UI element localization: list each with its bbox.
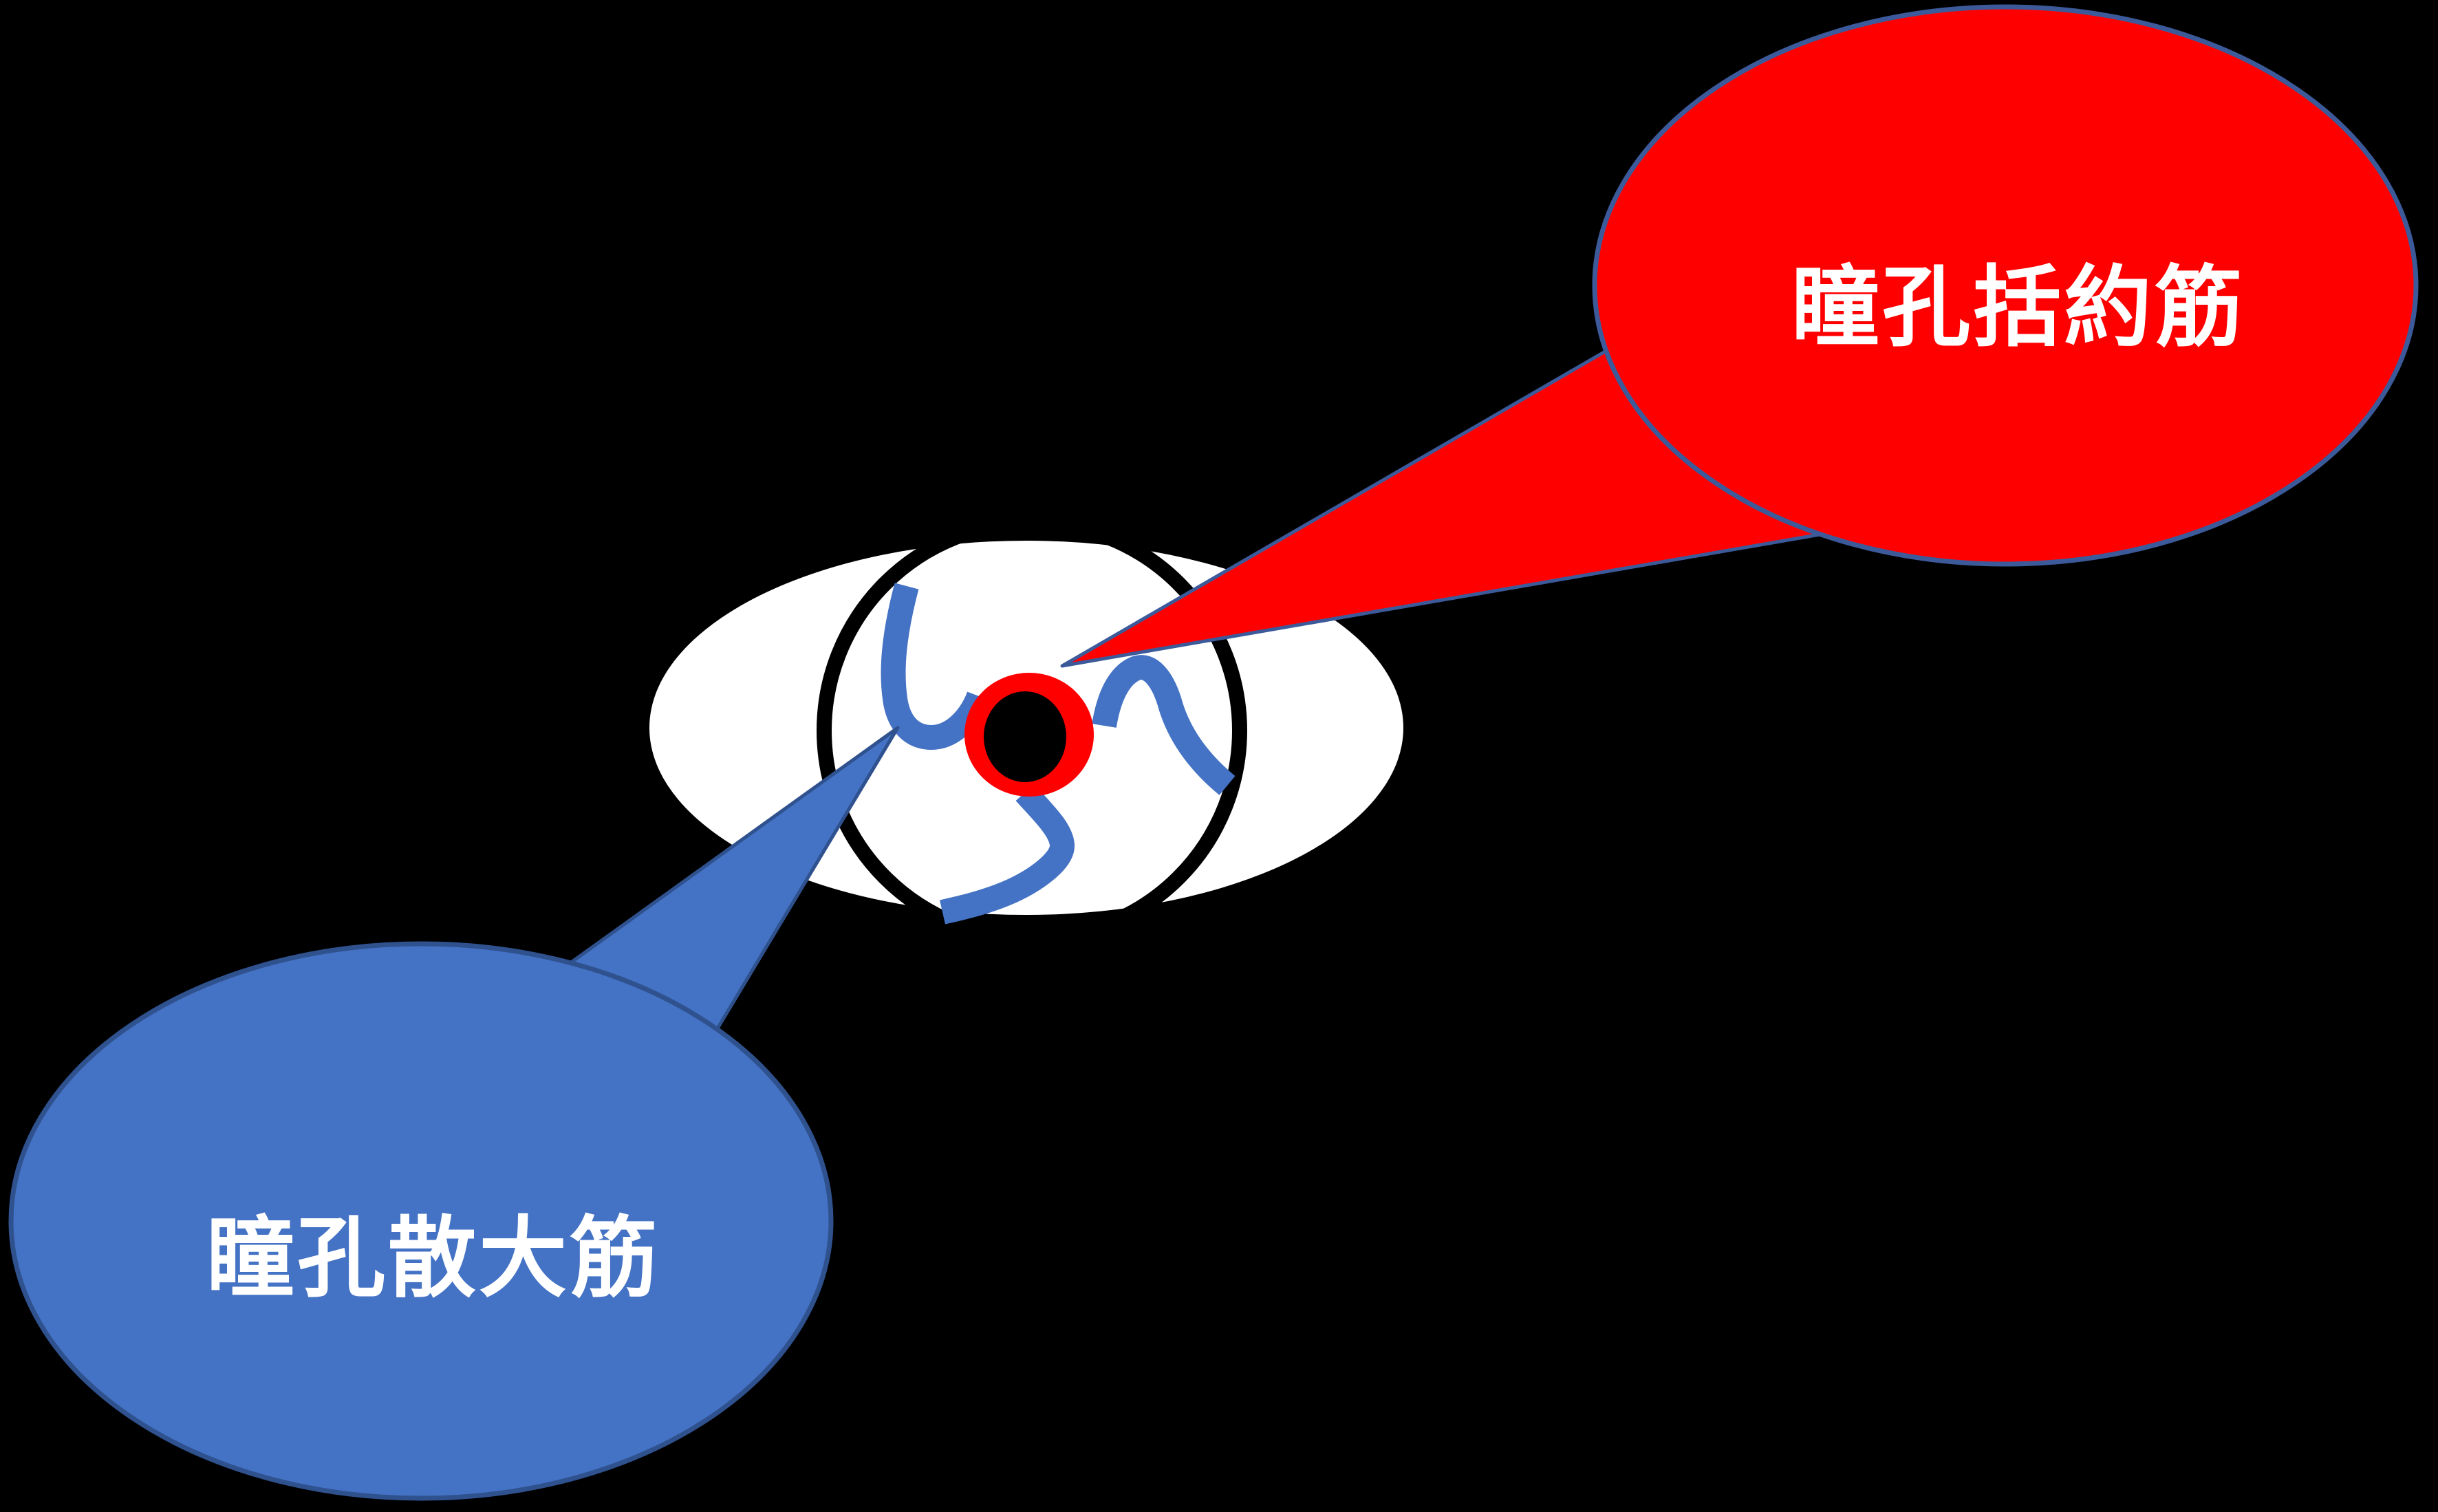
dilator-fiber-right (1092, 655, 1236, 795)
dilator-callout-bubble (8, 941, 834, 1501)
iris-outline-circle (817, 515, 1247, 946)
sphincter-label: 瞳孔括約筋 (1791, 257, 2246, 359)
pupil (984, 691, 1066, 782)
sphincter-callout-bubble (1592, 4, 2419, 567)
dilator-fiber-bottom (940, 784, 1075, 925)
dilator-label: 瞳孔散大筋 (206, 1207, 661, 1310)
dilator-fiber-left (881, 583, 991, 750)
